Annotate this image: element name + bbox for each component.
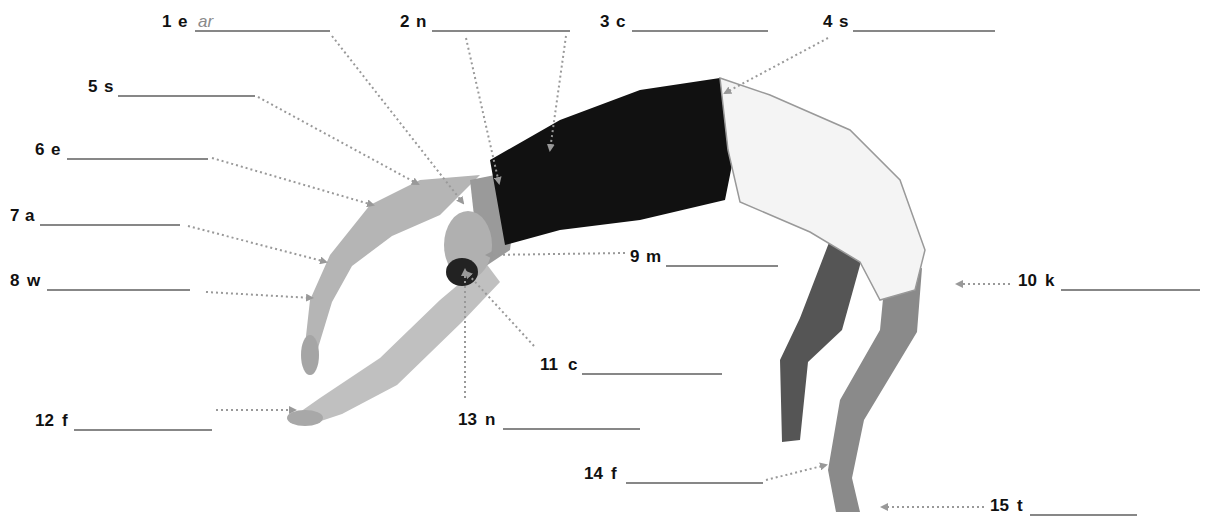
callout-number: 1 bbox=[162, 12, 171, 32]
callout-number: 9 bbox=[630, 247, 639, 267]
initial-letter: c bbox=[616, 12, 625, 32]
initial-letter: n bbox=[485, 410, 495, 430]
callout-number: 13 bbox=[458, 410, 477, 430]
leader-lines bbox=[188, 36, 1010, 507]
answer-lines bbox=[40, 31, 1200, 515]
callout-number: 7 bbox=[10, 206, 19, 226]
callout-number: 15 bbox=[990, 496, 1009, 516]
callout-number: 12 bbox=[35, 411, 54, 431]
callout-number: 14 bbox=[584, 464, 603, 484]
initial-letter: s bbox=[104, 77, 113, 97]
callout-number: 3 bbox=[600, 12, 609, 32]
initial-letter: a bbox=[25, 206, 34, 226]
initial-letter: s bbox=[839, 12, 848, 32]
initial-letter: m bbox=[646, 247, 661, 267]
initial-letter: n bbox=[416, 12, 426, 32]
initial-letter: e bbox=[178, 12, 187, 32]
initial-letter: w bbox=[27, 271, 40, 291]
callout-number: 5 bbox=[88, 77, 97, 97]
initial-letter: k bbox=[1045, 271, 1054, 291]
callout-number: 6 bbox=[35, 140, 44, 160]
callout-number: 11 bbox=[540, 355, 558, 375]
example-answer: ar bbox=[198, 12, 213, 32]
callout-number: 4 bbox=[823, 12, 832, 32]
figure bbox=[287, 78, 925, 512]
initial-letter: t bbox=[1017, 496, 1023, 516]
callout-number: 10 bbox=[1018, 271, 1037, 291]
callout-number: 2 bbox=[400, 12, 409, 32]
initial-letter: f bbox=[62, 411, 68, 431]
initial-letter: c bbox=[568, 355, 577, 375]
initial-letter: e bbox=[51, 140, 60, 160]
initial-letter: f bbox=[611, 464, 617, 484]
callout-number: 8 bbox=[10, 271, 19, 291]
